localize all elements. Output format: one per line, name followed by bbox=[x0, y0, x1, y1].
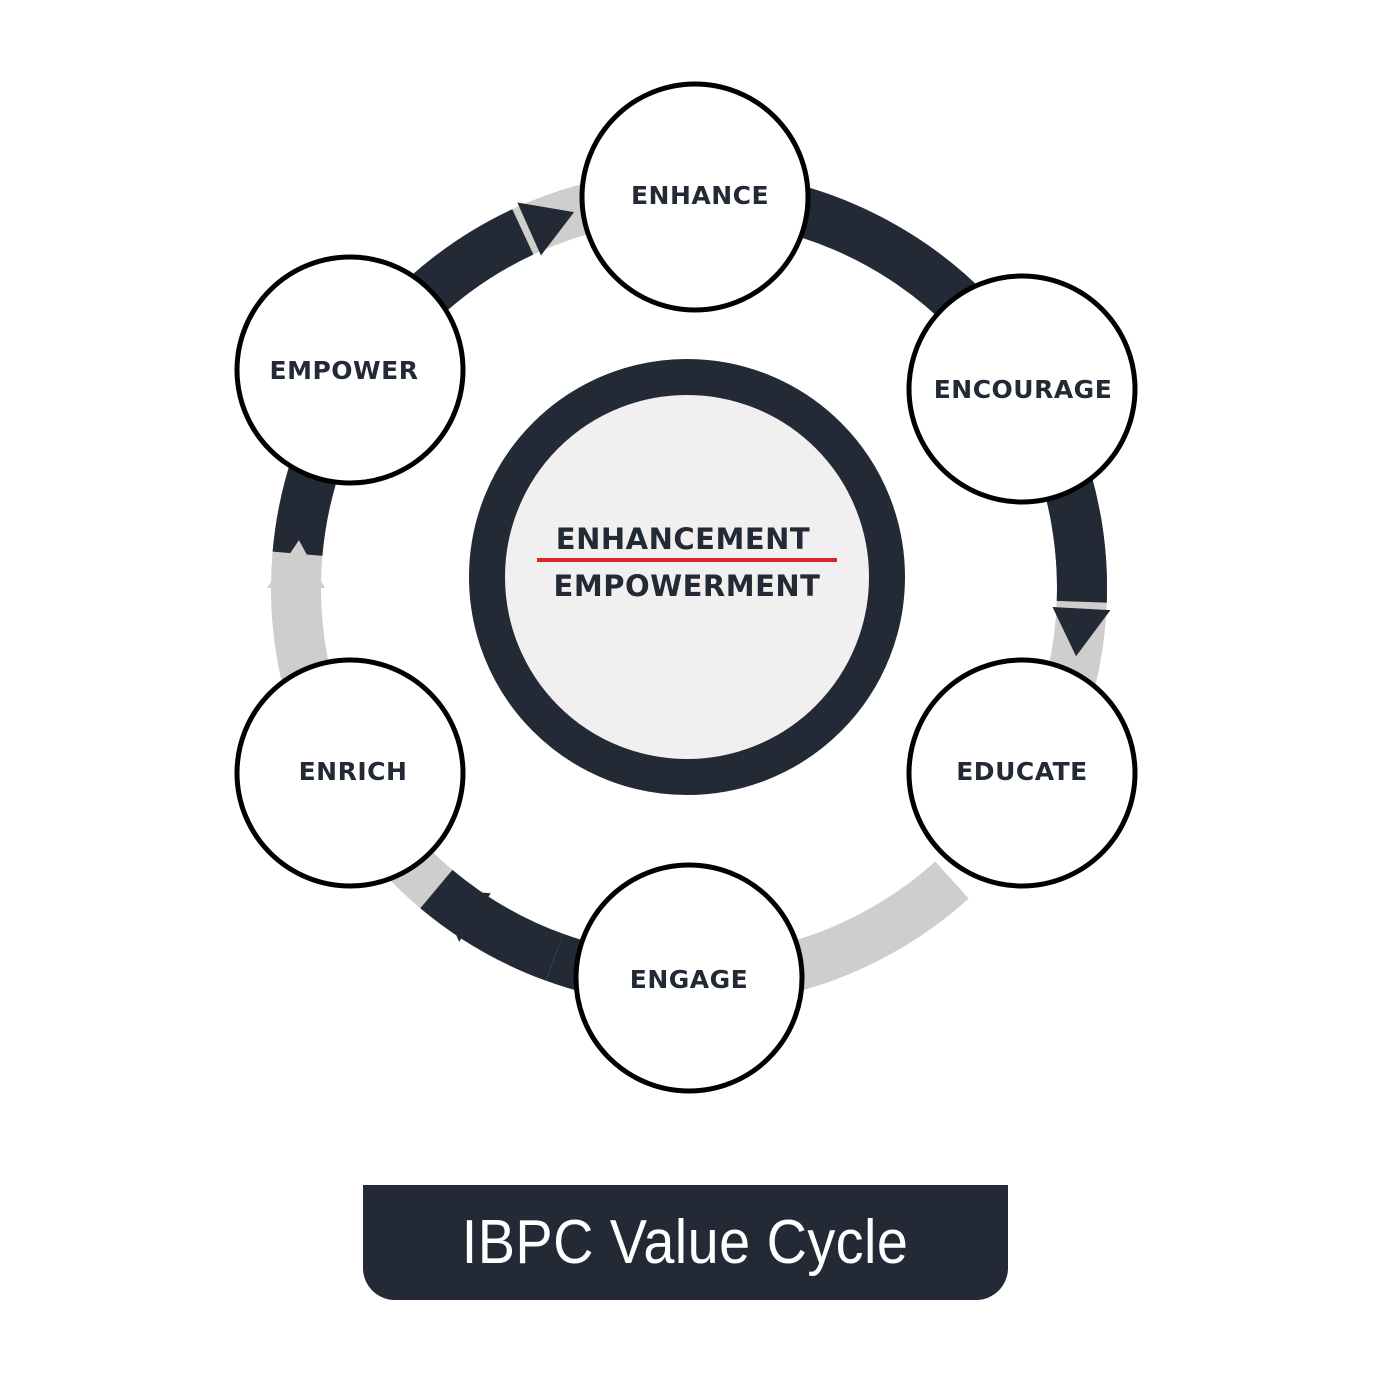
node-enhance: ENHANCE bbox=[579, 81, 811, 313]
node-encourage: ENCOURAGE bbox=[906, 273, 1138, 505]
node-label: ENHANCE bbox=[631, 181, 769, 210]
node-label: ENGAGE bbox=[630, 965, 748, 994]
ring-arrowhead bbox=[436, 889, 491, 942]
center-bottom-text: EMPOWERMENT bbox=[554, 569, 821, 603]
node-label: ENCOURAGE bbox=[934, 375, 1113, 404]
node-label: EDUCATE bbox=[956, 757, 1088, 786]
ring-arrowhead bbox=[517, 202, 575, 256]
node-circle bbox=[573, 862, 805, 1094]
ring-segment-light bbox=[752, 861, 969, 1000]
node-enrich: ENRICH bbox=[234, 657, 466, 889]
title-banner: IBPC Value Cycle bbox=[363, 1185, 1008, 1300]
node-empower: EMPOWER bbox=[234, 254, 466, 486]
ring-arrowhead bbox=[267, 540, 325, 588]
center-hub-ring bbox=[469, 359, 905, 795]
ring-segment-dark bbox=[1051, 515, 1108, 603]
node-circle bbox=[234, 657, 466, 889]
center-hub: ENHANCEMENT EMPOWERMENT bbox=[469, 359, 905, 795]
node-circle bbox=[906, 657, 1138, 889]
ring-arrowhead bbox=[1052, 607, 1111, 657]
ring-segment-dark bbox=[420, 869, 564, 981]
node-educate: EDUCATE bbox=[906, 657, 1138, 889]
center-top-text: ENHANCEMENT bbox=[556, 522, 810, 556]
node-engage: ENGAGE bbox=[573, 862, 805, 1094]
node-circle bbox=[234, 254, 466, 486]
node-label: ENRICH bbox=[299, 757, 408, 786]
node-circle bbox=[906, 273, 1138, 505]
diagram-title: IBPC Value Cycle bbox=[462, 1208, 909, 1277]
node-label: EMPOWER bbox=[270, 356, 419, 385]
node-circle bbox=[579, 81, 811, 313]
